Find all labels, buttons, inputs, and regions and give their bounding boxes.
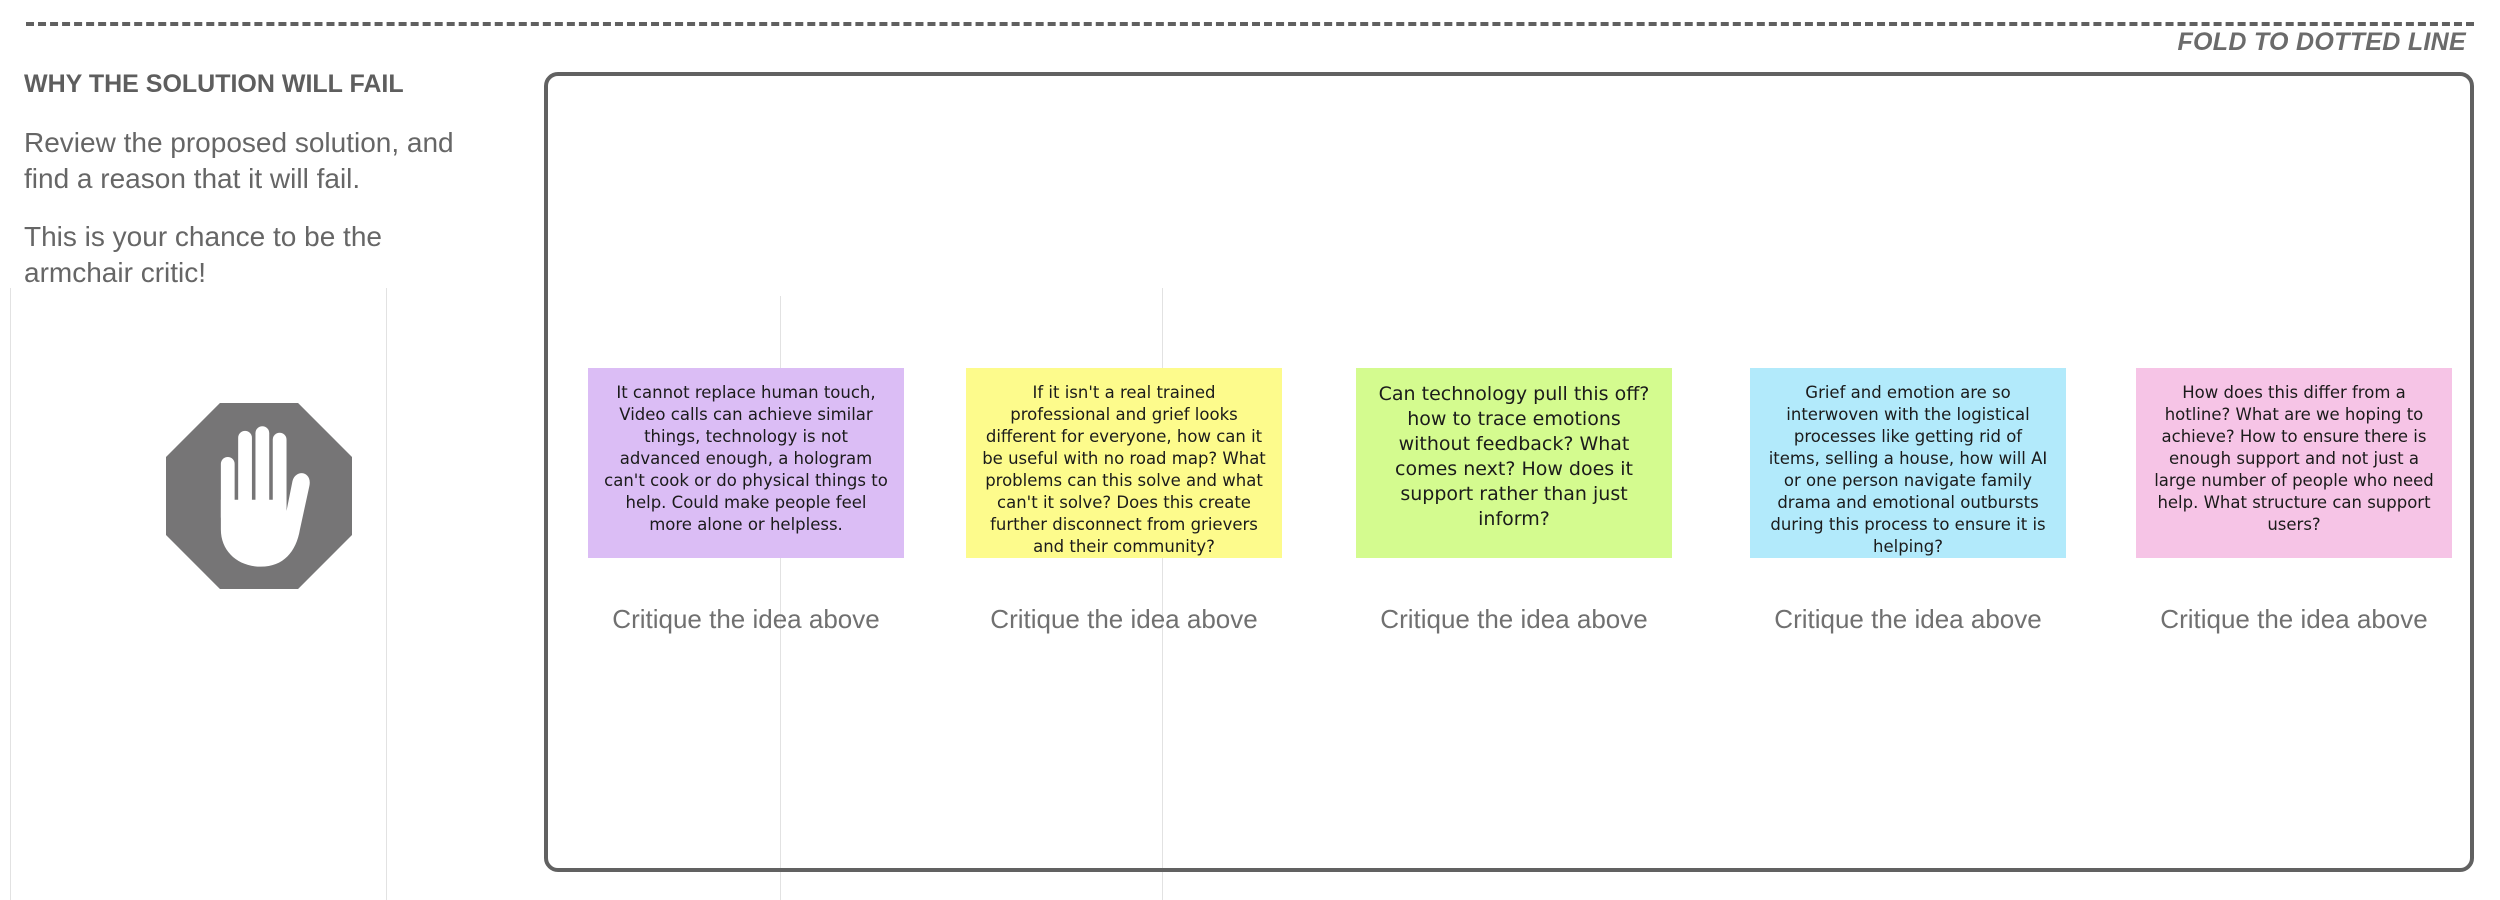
instruction-text: This is your chance to be the armchair c… — [24, 221, 382, 288]
sticky-note[interactable]: Can technology pull this off? how to tra… — [1356, 368, 1672, 558]
sticky-note-text: If it isn't a real trained professional … — [982, 383, 1266, 556]
sticky-note[interactable]: Grief and emotion are so interwoven with… — [1750, 368, 2066, 558]
sticky-note[interactable]: It cannot replace human touch, Video cal… — [588, 368, 904, 558]
critique-column: Can technology pull this off? how to tra… — [1356, 368, 1672, 635]
critique-prompt[interactable]: Critique the idea above — [1774, 604, 2042, 634]
sticky-note-text: Can technology pull this off? how to tra… — [1378, 383, 1650, 530]
fold-dashed-line — [26, 22, 2474, 26]
critique-column: If it isn't a real trained professional … — [966, 368, 1282, 635]
sticky-note[interactable]: If it isn't a real trained professional … — [966, 368, 1282, 558]
critique-board — [544, 72, 2474, 872]
stop-hand-icon — [166, 403, 352, 589]
guide-line — [386, 288, 387, 900]
critique-prompt[interactable]: Critique the idea above — [990, 604, 1258, 634]
fold-label: FOLD TO DOTTED LINE — [2177, 28, 2466, 56]
sticky-note-text: It cannot replace human touch, Video cal… — [604, 383, 888, 534]
sticky-note-text: How does this differ from a hotline? Wha… — [2154, 383, 2434, 534]
critique-prompt[interactable]: Critique the idea above — [2160, 604, 2428, 634]
instruction-text: Review the proposed solution, and find a… — [24, 127, 454, 194]
sticky-note-text: Grief and emotion are so interwoven with… — [1768, 383, 2048, 556]
critique-column: How does this differ from a hotline? Wha… — [2136, 368, 2452, 635]
critique-column: It cannot replace human touch, Video cal… — [588, 368, 904, 635]
guide-line — [780, 296, 781, 900]
guide-line — [1162, 288, 1163, 900]
sticky-note[interactable]: How does this differ from a hotline? Wha… — [2136, 368, 2452, 558]
section-title: WHY THE SOLUTION WILL FAIL — [24, 70, 404, 98]
critique-column: Grief and emotion are so interwoven with… — [1750, 368, 2066, 635]
guide-line — [10, 288, 11, 900]
instructions-panel: WHY THE SOLUTION WILL FAIL Review the pr… — [24, 70, 494, 313]
critique-prompt[interactable]: Critique the idea above — [1380, 604, 1648, 634]
critique-prompt[interactable]: Critique the idea above — [612, 604, 880, 634]
